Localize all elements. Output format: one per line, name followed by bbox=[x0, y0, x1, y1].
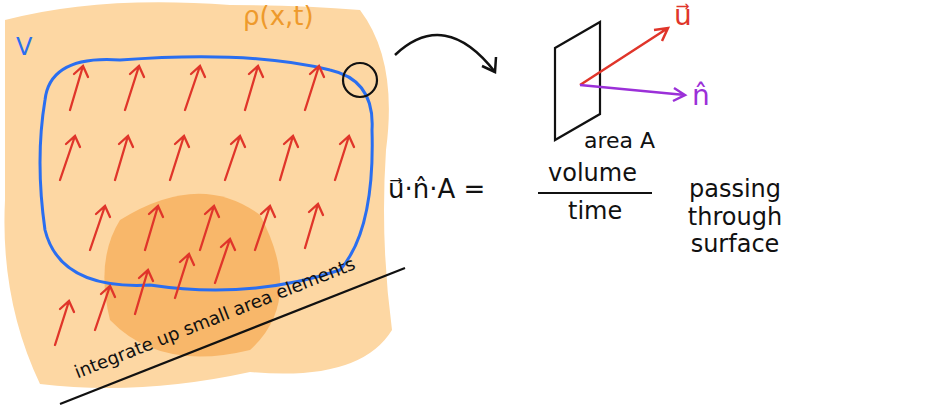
zoom-arrowhead bbox=[482, 57, 496, 72]
flow-arrow bbox=[185, 66, 205, 110]
fraction-bar bbox=[538, 192, 652, 194]
volume-outline bbox=[40, 57, 372, 290]
flow-arrow bbox=[215, 239, 235, 283]
underline bbox=[60, 268, 405, 404]
fraction-numerator: volume bbox=[548, 160, 637, 188]
flow-arrow bbox=[170, 136, 189, 180]
flow-arrow bbox=[70, 66, 88, 110]
density-blob bbox=[4, 2, 392, 388]
velocity-arrow bbox=[580, 28, 668, 85]
normal-label: n̂ bbox=[692, 80, 710, 112]
flow-arrow bbox=[115, 136, 133, 180]
flux-meaning: passing through surface bbox=[650, 176, 820, 259]
flow-arrow bbox=[90, 206, 110, 250]
normal-arrow bbox=[580, 85, 685, 101]
density-label: ρ(x,t) bbox=[243, 2, 314, 32]
volume-label: V bbox=[16, 34, 32, 62]
flow-arrow bbox=[280, 136, 298, 180]
area-label: area A bbox=[584, 128, 655, 153]
flow-arrow bbox=[245, 66, 263, 110]
flow-arrow bbox=[125, 66, 144, 110]
flow-arrow bbox=[175, 254, 194, 298]
zoom-arrow bbox=[395, 35, 495, 72]
flow-arrow bbox=[225, 136, 245, 180]
flow-arrow bbox=[95, 286, 115, 330]
flow-arrow bbox=[335, 136, 354, 180]
flow-arrow bbox=[60, 136, 80, 180]
flow-arrow bbox=[55, 301, 74, 345]
flux-formula: u⃗·n̂·A = bbox=[388, 175, 485, 205]
area-element bbox=[555, 22, 600, 140]
flow-arrow bbox=[145, 206, 163, 250]
velocity-label: u⃗ bbox=[674, 0, 692, 32]
flow-arrow bbox=[305, 204, 323, 248]
flow-arrow bbox=[305, 66, 324, 110]
zoom-circle bbox=[343, 63, 377, 97]
flow-arrow bbox=[200, 206, 219, 250]
flow-arrows bbox=[55, 66, 354, 345]
fraction-denominator: time bbox=[568, 198, 622, 226]
flow-arrow bbox=[135, 270, 153, 314]
flow-arrow bbox=[255, 206, 275, 250]
